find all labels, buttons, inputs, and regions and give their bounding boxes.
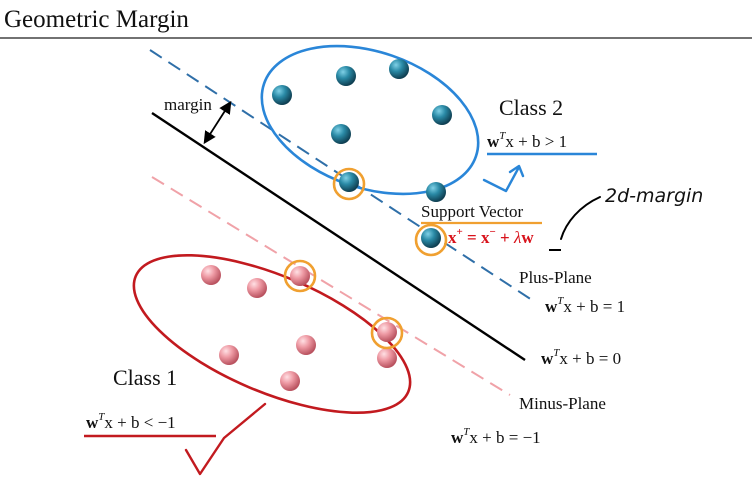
class1-point: [377, 348, 397, 368]
eq-rest: x + b > 1: [505, 132, 567, 151]
decision-equation: wTx + b = 0: [541, 347, 621, 368]
eq-mid: +: [496, 228, 514, 247]
eq-minus: −: [489, 226, 495, 238]
class2-points: [272, 59, 452, 248]
eq-x: x: [448, 228, 457, 247]
class2-point: [389, 59, 409, 79]
eq-sup: T: [463, 426, 470, 438]
class1-label: Class 1: [113, 365, 177, 390]
eq-w2: w: [521, 228, 534, 247]
annotation-pointer: [560, 196, 601, 240]
class2-point: [426, 182, 446, 202]
plus-plane-label: Plus-Plane: [519, 268, 592, 287]
class2-hand-arrow: [482, 164, 525, 193]
minus-plane-line: [151, 176, 511, 396]
page-title: Geometric Margin: [4, 6, 189, 33]
eq-sup: T: [557, 295, 564, 307]
eq-sup: T: [553, 347, 560, 359]
eq-sup: T: [499, 130, 506, 142]
eq-lambda: λ: [513, 228, 521, 247]
class1-point: [247, 278, 267, 298]
decision-boundary-line: [151, 111, 526, 362]
margin-label: margin: [164, 95, 212, 114]
class2-point: [331, 124, 351, 144]
plus-plane-equation: wTx + b = 1: [545, 295, 625, 316]
class1-point: [219, 345, 239, 365]
eq-x2: x: [481, 228, 490, 247]
class2-label: Class 2: [499, 95, 563, 120]
support-vector-ring: [370, 316, 404, 350]
margin-arrow: [203, 100, 232, 145]
support-vector-label: Support Vector: [421, 202, 523, 221]
class1-points: [201, 265, 397, 391]
class2-point: [336, 66, 356, 86]
eq-w: w: [541, 349, 554, 368]
class1-hand-arrow: [184, 402, 267, 476]
class1-point: [290, 266, 310, 286]
class1-point: [377, 322, 397, 342]
class1-point: [280, 371, 300, 391]
support-vector-ring: [414, 223, 448, 257]
eq-plus: +: [457, 226, 463, 238]
eq-rest: x + b = −1: [469, 428, 540, 447]
eq-equals: =: [463, 228, 481, 247]
class2-ellipse: [260, 44, 480, 196]
annotation-2d-margin: 2d-margin: [605, 185, 703, 207]
class1-point: [201, 265, 221, 285]
eq-w: w: [451, 428, 464, 447]
class2-point: [339, 172, 359, 192]
support-vector-rings: [283, 167, 448, 350]
eq-rest: x + b = 1: [563, 297, 625, 316]
eq-w: w: [86, 413, 99, 432]
minus-plane-equation: wTx + b = −1: [451, 426, 541, 447]
class2-point: [421, 228, 441, 248]
class2-point: [432, 105, 452, 125]
class2-point: [272, 85, 292, 105]
eq-rest: x + b = 0: [559, 349, 621, 368]
class1-equation: wTx + b < −1: [86, 411, 176, 432]
eq-w: w: [487, 132, 500, 151]
support-vector-ring: [332, 167, 366, 201]
class2-equation: wTx + b > 1: [487, 130, 567, 151]
class1-point: [296, 335, 316, 355]
minus-plane-label: Minus-Plane: [519, 394, 606, 413]
eq-rest: x + b < −1: [104, 413, 175, 432]
eq-w: w: [545, 297, 558, 316]
support-equation: x+ = x− + λw: [448, 226, 534, 247]
support-vector-ring: [283, 259, 317, 293]
eq-sup: T: [98, 411, 105, 423]
